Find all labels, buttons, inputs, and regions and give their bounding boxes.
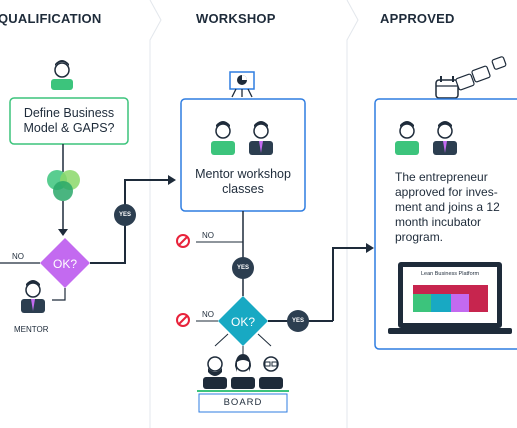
column-title-approved: APPROVED (380, 11, 455, 26)
mentor-workshop-line-1: Mentor workshop (195, 167, 291, 181)
board-member-icon (259, 356, 283, 389)
approved-line-2: approved for inves- (395, 185, 498, 199)
approved-line-5: program. (395, 230, 444, 244)
mentor-label: MENTOR (14, 325, 49, 334)
board-box (198, 393, 288, 413)
column-divider-2 (346, 0, 359, 428)
approved-line-4: month incubator (395, 215, 482, 229)
ok-decision-label-1: OK? (52, 257, 77, 271)
venn-icon (47, 170, 80, 201)
no-label-1: NO (12, 252, 24, 261)
ok-decision-diamond-1 (40, 238, 90, 288)
ok-decision-diamond-2 (218, 296, 268, 346)
approved-line-3: ment and joins a 12 (395, 200, 500, 214)
approved-description: The entrepreneur approved for inves- men… (380, 170, 517, 245)
yes-badge-3 (287, 310, 309, 332)
person-icon (395, 121, 419, 155)
approved-line-1: The entrepreneur (395, 170, 488, 184)
mentor-workshop-text: Mentor workshop classes (181, 167, 305, 197)
person-icon (51, 60, 73, 90)
yes-label-2: YES (236, 265, 249, 271)
column-divider-1 (149, 0, 162, 428)
ok-decision-label-2: OK? (230, 315, 255, 329)
mentor-workshop-line-2: classes (222, 182, 264, 196)
calendar-icon (435, 56, 507, 99)
laptop-icon (388, 262, 512, 334)
laptop-screen-title: Lean Business Platform (420, 271, 480, 277)
yes-badge-1 (114, 204, 136, 226)
mentor-person-icon (249, 121, 273, 155)
yes-label-1: YES (118, 212, 131, 218)
define-business-text: Define Business Model & GAPS? (10, 106, 128, 136)
no-label-3: NO (202, 310, 214, 319)
column-title-qualification: QUALIFICATION (0, 11, 102, 26)
column-title-workshop: WORKSHOP (196, 11, 276, 26)
yes-label-3: YES (291, 318, 304, 324)
person-icon (211, 121, 235, 155)
board-member-icon (203, 356, 227, 389)
yes-badge-2 (232, 257, 254, 279)
no-entry-icon (176, 313, 190, 327)
mentor-person-icon (21, 280, 45, 313)
presentation-icon (229, 71, 255, 98)
board-label: BOARD (223, 397, 263, 408)
define-business-box (9, 97, 129, 145)
board-member-icon (231, 354, 255, 389)
define-business-line-2: Model & GAPS? (23, 121, 115, 135)
no-entry-icon (176, 234, 190, 248)
define-business-line-1: Define Business (23, 106, 115, 120)
no-label-2: NO (202, 231, 214, 240)
mentor-person-icon (433, 121, 457, 155)
